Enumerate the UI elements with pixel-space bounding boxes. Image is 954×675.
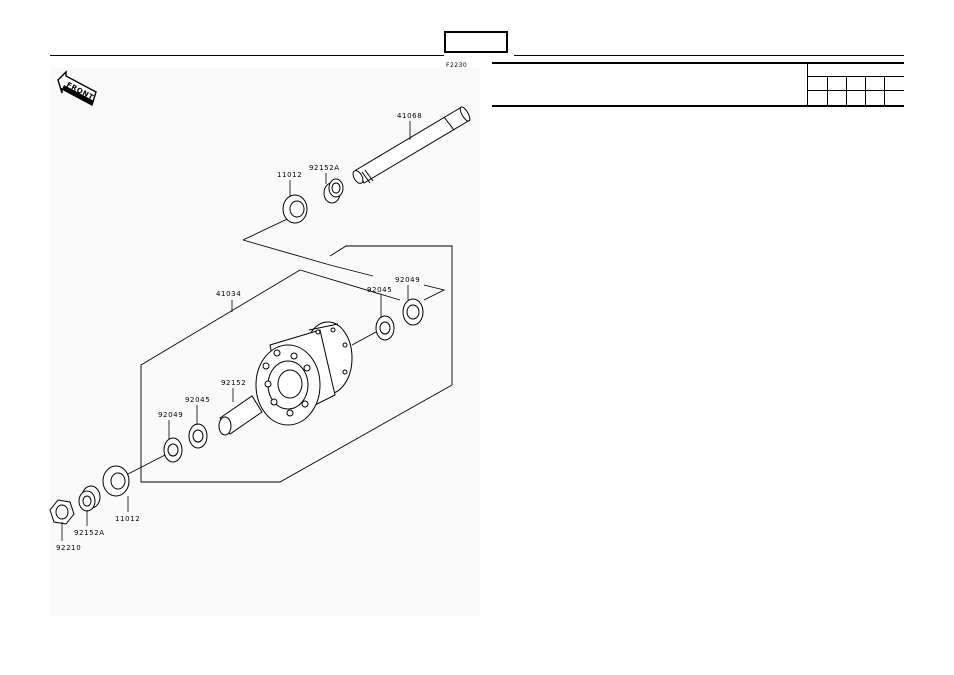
part-label-41068: 41068 <box>397 112 422 120</box>
part-label-92049-left: 92049 <box>158 411 183 419</box>
oil-seal-left-part <box>163 437 183 463</box>
header-rule-right <box>514 55 904 56</box>
seal-left-part <box>102 465 130 497</box>
header-rule-left <box>50 55 444 56</box>
parts-table-frame <box>492 62 904 107</box>
grid-hline-1 <box>808 76 904 77</box>
grid-vline-2 <box>846 76 847 105</box>
grid-vline-1 <box>827 76 828 105</box>
part-label-92210: 92210 <box>56 544 81 552</box>
axle-nut-part <box>49 499 75 525</box>
collar-top-part <box>323 178 344 204</box>
seal-top-part <box>282 194 308 224</box>
leader-seal-left <box>127 454 166 475</box>
parts-table-grid <box>807 63 904 106</box>
diagram-panel <box>50 68 480 616</box>
figure-code: F2230 <box>446 62 468 69</box>
distance-collar-part <box>218 395 263 436</box>
part-label-11012-left: 11012 <box>115 515 140 523</box>
front-arrow-icon: FRONT <box>57 70 97 107</box>
collar-left-part <box>78 485 101 512</box>
bearing-left-part <box>188 423 208 449</box>
page-number-box <box>444 31 508 53</box>
label-leaders <box>61 121 411 541</box>
oil-seal-right-part <box>402 298 424 326</box>
part-label-92152: 92152 <box>221 379 246 387</box>
grid-vline-4 <box>884 76 885 105</box>
part-label-92045-right: 92045 <box>367 286 392 294</box>
part-label-92045-left: 92045 <box>185 396 210 404</box>
part-label-92152A-top: 92152A <box>309 164 340 172</box>
bearing-right-part <box>375 315 395 341</box>
hub-part <box>255 321 353 426</box>
part-label-92152A-left: 92152A <box>74 529 105 537</box>
leader-hub-bearing <box>351 331 377 346</box>
grid-vline-3 <box>865 76 866 105</box>
axle-part <box>352 106 471 184</box>
part-label-11012-top: 11012 <box>277 171 302 179</box>
part-label-41034: 41034 <box>216 290 241 298</box>
grid-hline-2 <box>808 90 904 91</box>
part-label-92049-right: 92049 <box>395 276 420 284</box>
